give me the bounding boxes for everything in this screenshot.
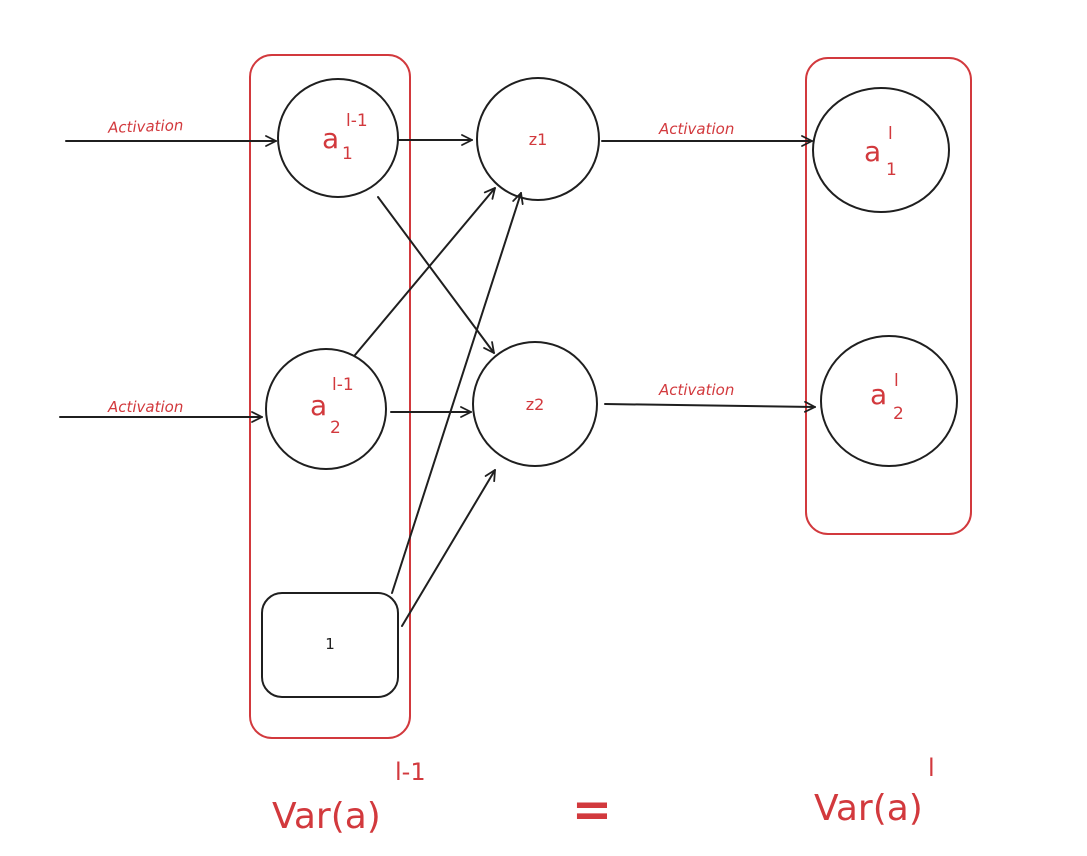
edge-bias-z2 — [401, 469, 496, 627]
node-z1: z1 — [476, 77, 600, 201]
node-z2-label: z2 — [526, 395, 545, 414]
edge-bias-z1 — [391, 192, 524, 594]
node-a2-prev-sub: 2 — [330, 418, 341, 438]
node-a2-prev-base: a — [310, 389, 327, 422]
node-a2-next-sup: l — [894, 371, 899, 391]
node-a1-prev-sub: 1 — [342, 144, 353, 164]
node-a1-next-sup: l — [888, 124, 893, 144]
node-a1-prev-sup: l-1 — [346, 111, 368, 131]
equation-left-sup: l-1 — [395, 758, 426, 786]
edge-label-in-a1: Activation — [107, 116, 184, 137]
node-z2: z2 — [472, 341, 598, 467]
edge-a1-z2 — [377, 196, 495, 354]
equation-right: Var(a) — [814, 788, 923, 829]
node-a2-prev: a 2 l-1 — [265, 348, 387, 470]
output-arrow-z2 — [604, 400, 816, 413]
node-a1-prev-base: a — [322, 122, 339, 155]
node-a1-next: a 1 l — [812, 87, 950, 213]
layer-next-box — [805, 57, 972, 535]
node-a1-next-base: a — [864, 135, 881, 168]
equation-left: Var(a) — [272, 796, 381, 837]
equation-operator: = — [572, 782, 612, 838]
node-bias-label: 1 — [325, 635, 335, 653]
edge-label-out-z1: Activation — [658, 120, 734, 138]
equation: Var(a) l-1 = Var(a) l — [272, 754, 935, 838]
node-a1-prev: a 1 l-1 — [277, 78, 399, 198]
node-a2-next: a 2 l — [820, 335, 958, 467]
node-bias: 1 — [261, 592, 399, 698]
edge-label-out-z2: Activation — [658, 381, 734, 399]
node-a1-next-sub: 1 — [886, 160, 897, 180]
node-a2-prev-sup: l-1 — [332, 375, 354, 395]
node-a2-next-sub: 2 — [893, 404, 904, 424]
edge-label-in-a2: Activation — [107, 398, 183, 416]
node-a2-next-base: a — [870, 378, 887, 411]
equation-right-sup: l — [928, 754, 935, 782]
node-z1-label: z1 — [529, 130, 548, 149]
layer-prev-box — [249, 54, 411, 739]
edge-a2-z1 — [354, 187, 496, 356]
